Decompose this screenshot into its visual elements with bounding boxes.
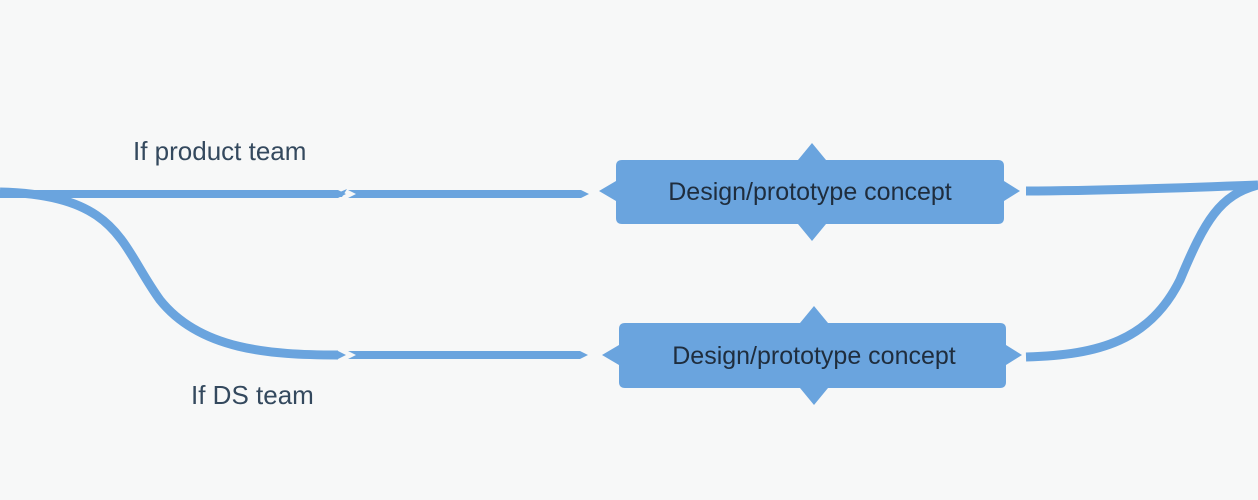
bottom-path-arrow-2 bbox=[348, 351, 588, 359]
top-path-arrow-1 bbox=[0, 190, 346, 198]
bottom-node: Design/prototype concept bbox=[602, 306, 1022, 405]
top-path-arrow-2 bbox=[348, 190, 589, 198]
top-path-exit bbox=[1025, 180, 1258, 196]
bottom-path-exit bbox=[1025, 180, 1258, 362]
bottom-path-arrow-1 bbox=[330, 351, 346, 359]
bottom-path-label: If DS team bbox=[191, 380, 314, 410]
top-path-label: If product team bbox=[133, 136, 307, 166]
bottom-path-branch bbox=[0, 187, 339, 360]
top-node: Design/prototype concept bbox=[599, 143, 1020, 241]
bottom-node-shape bbox=[602, 306, 1022, 405]
top-node-label: Design/prototype concept bbox=[668, 178, 952, 206]
bottom-node-label: Design/prototype concept bbox=[672, 342, 956, 370]
top-node-shape bbox=[599, 143, 1020, 241]
